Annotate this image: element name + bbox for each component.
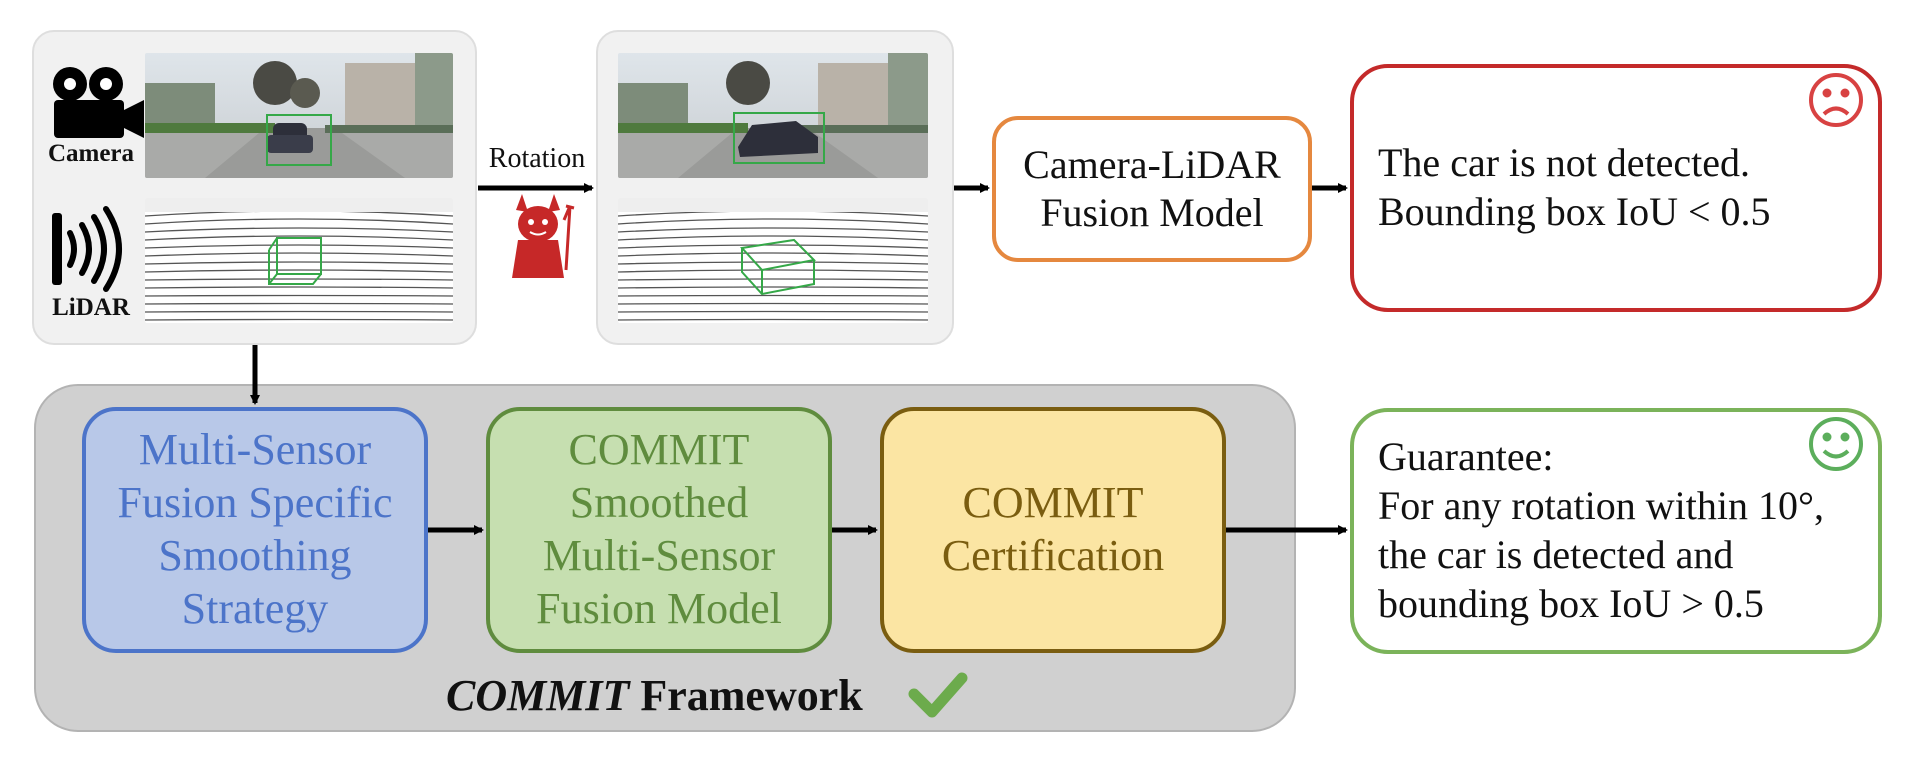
fusion-model-box: Camera-LiDAR Fusion Model [992,116,1312,262]
camera-image-rotated [618,53,928,178]
failure-result-box: The car is not detected. Bounding box Io… [1350,64,1882,312]
framework-title-italic: COMMIT [446,671,630,720]
lidar-image-rotated [618,198,928,323]
success-result-box: Guarantee: For any rotation within 10°, … [1350,408,1882,654]
rotation-label: Rotation [488,143,586,174]
smoothed-fusion-model-box: COMMIT Smoothed Multi-Sensor Fusion Mode… [486,407,832,653]
failure-result-text: The car is not detected. Bounding box Io… [1378,140,1771,234]
lidar-label: LiDAR [52,294,130,321]
camera-label: Camera [47,140,135,167]
framework-title: COMMIT Framework [446,670,863,721]
smoothing-strategy-box: Multi-Sensor Fusion Specific Smoothing S… [82,407,428,653]
lidar-image-original [145,198,453,323]
framework-title-rest: Framework [629,671,863,720]
success-result-text: Guarantee: For any rotation within 10°, … [1378,434,1824,626]
camera-image-original [145,53,453,178]
certification-box: COMMIT Certification [880,407,1226,653]
